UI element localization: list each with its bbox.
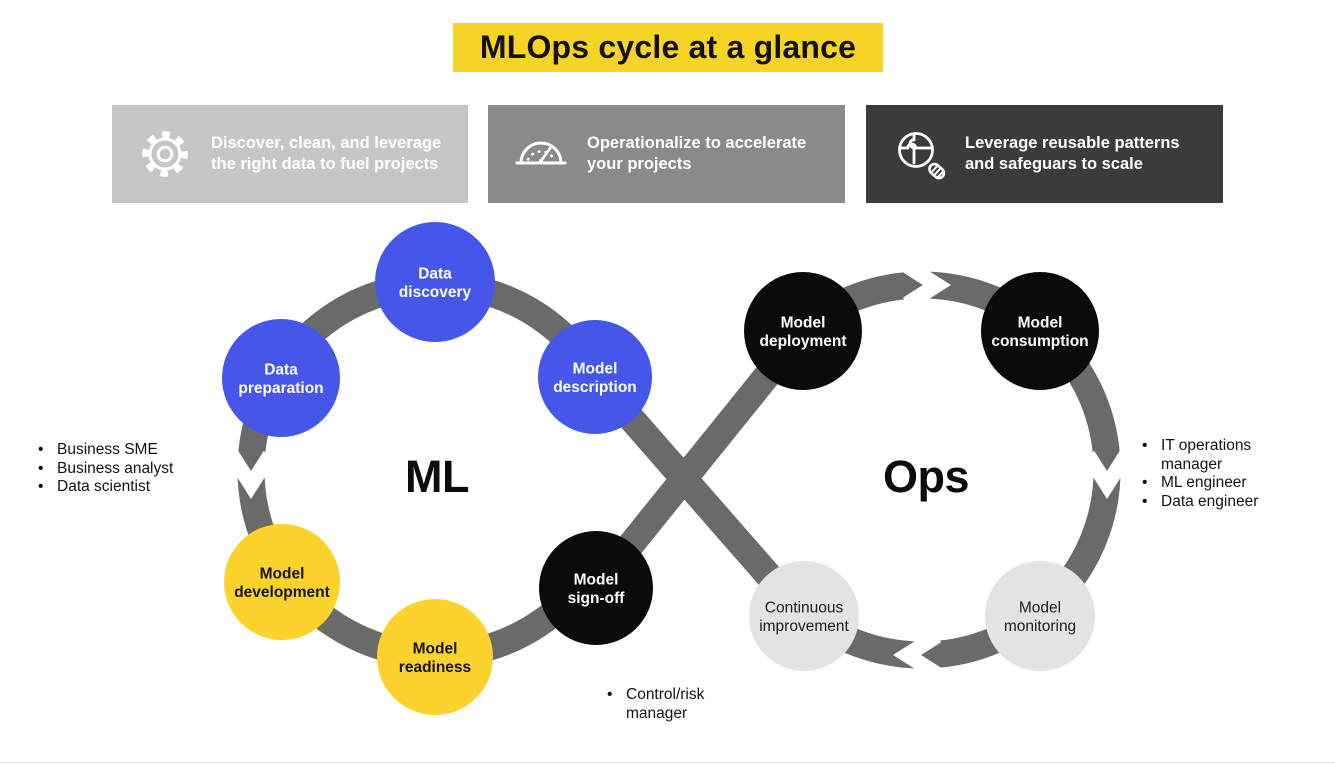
node-circle [981, 272, 1099, 390]
node-circle [375, 222, 495, 342]
bottom-divider [0, 762, 1335, 763]
node-circle [222, 319, 340, 437]
banner-text: Operationalize to accelerate your projec… [587, 133, 806, 175]
node-circle [985, 561, 1095, 671]
ops-loop-label: Ops [882, 451, 970, 502]
banner-text: Discover, clean, and leverage the right … [211, 133, 441, 175]
page-title-text: MLOps cycle at a glance [479, 29, 857, 65]
banner-text-line: Leverage reusable patterns [965, 134, 1180, 152]
list-item: Control/risk manager [605, 686, 740, 723]
node-circle [538, 320, 652, 434]
banner-operationalize: Operationalize to accelerate your projec… [488, 105, 845, 203]
banner-text-line: Discover, clean, and leverage [211, 134, 442, 152]
gauge-icon [515, 141, 567, 165]
banner-data: Discover, clean, and leverage the right … [112, 105, 468, 203]
page-title: MLOps cycle at a glance [453, 23, 883, 72]
banner-text: Leverage reusable patterns and safeguars… [965, 133, 1180, 175]
node-circle [749, 561, 859, 671]
list-item: IT operations manager [1140, 437, 1290, 474]
banner-text-line: and safeguars to scale [965, 155, 1143, 173]
ml-roles-list: Business SMEBusiness analystData scienti… [36, 441, 211, 497]
gear-icon [142, 131, 188, 177]
flow-arrow-chevron-ops-right [1081, 450, 1133, 500]
ml-loop-label: ML [405, 451, 469, 502]
flow-arrow-chevron-ml-left [225, 450, 277, 500]
node-circle [377, 599, 493, 715]
node-circle [224, 524, 340, 640]
flow-arrow-chevron-ops-top [902, 259, 952, 311]
banner-text-line: your projects [587, 155, 692, 173]
list-item: Data scientist [36, 478, 211, 497]
node-circle [744, 272, 862, 390]
node-circle [539, 531, 653, 645]
flow-arrow-chevron-ops-bottom [892, 629, 942, 681]
list-item: ML engineer [1140, 474, 1290, 493]
banner-scale: Leverage reusable patterns and safeguars… [866, 105, 1223, 203]
signoff-roles-list: Control/risk manager [605, 686, 740, 723]
puzzle-globe-icon [898, 132, 946, 180]
list-item: Business analyst [36, 460, 211, 479]
banner-text-line: the right data to fuel projects [211, 155, 439, 173]
banner-text-line: Operationalize to accelerate [587, 134, 807, 152]
ops-roles-list: IT operations managerML engineerData eng… [1140, 437, 1290, 511]
list-item: Data engineer [1140, 493, 1290, 512]
list-item: Business SME [36, 441, 211, 460]
